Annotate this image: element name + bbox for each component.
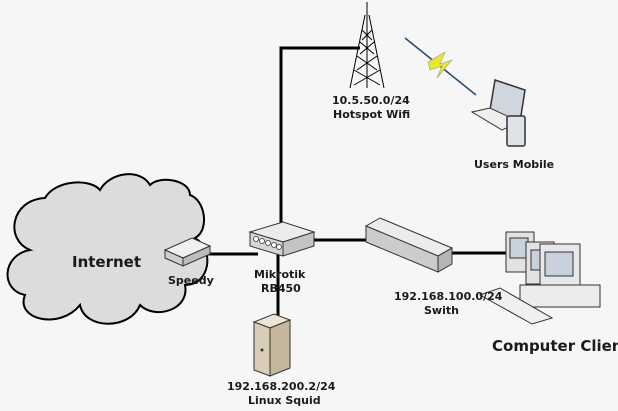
wifi-tower-icon	[349, 2, 385, 89]
wireless-signal-icon	[404, 37, 477, 96]
network-switch-icon	[364, 217, 454, 273]
hotspot-subnet-label: 10.5.50.0/24	[332, 94, 410, 107]
users-mobile-label: Users Mobile	[474, 158, 555, 171]
mikrotik-label-line2: RB450	[261, 282, 301, 295]
linux-squid-server-icon	[252, 313, 292, 377]
switch-subnet-label: 192.168.100.0/24	[394, 290, 503, 303]
users-mobile-icon	[470, 79, 526, 147]
internet-label: Internet	[72, 253, 142, 271]
links	[188, 46, 508, 318]
switch-name-label: Swith	[424, 304, 459, 317]
speedy-modem-icon	[163, 237, 212, 267]
hotspot-name-label: Hotspot Wifi	[333, 108, 411, 121]
computer-client-label: Computer Client	[492, 337, 618, 355]
computer-client-icon	[478, 231, 601, 325]
mikrotik-label-line1: Mikrotik	[254, 268, 306, 281]
speedy-label: Speedy	[168, 274, 214, 287]
squid-ip-label: 192.168.200.2/24	[227, 380, 336, 393]
mikrotik-router-icon	[248, 221, 316, 257]
squid-name-label: Linux Squid	[248, 394, 321, 407]
link-mikrotik-tower	[279, 46, 360, 228]
